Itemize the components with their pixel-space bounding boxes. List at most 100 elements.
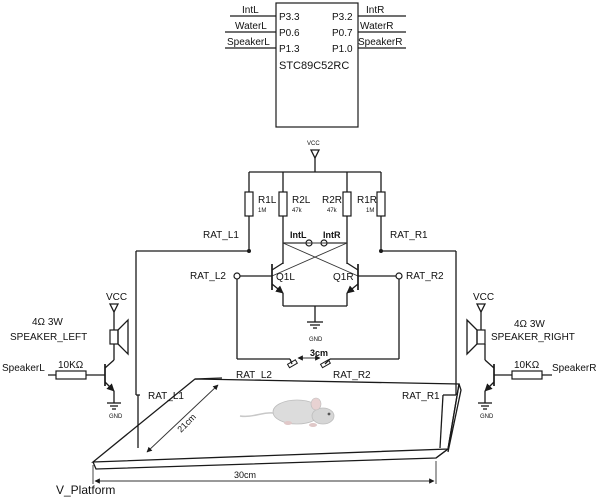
resistor-name: R2L (292, 195, 311, 206)
vcc-triangle (475, 303, 487, 314)
mcu-left-pin: P1.3 (279, 44, 300, 55)
resistor-body (376, 191, 386, 217)
resistor-name: R2R (322, 195, 342, 206)
mcu-chip: STC89C52RC IntL WaterL SpeakerL P3.3 P0.… (225, 2, 406, 128)
speaker-left-gnd: GND (109, 414, 123, 420)
depth-label: 21cm (175, 412, 198, 435)
collector-leg (346, 262, 359, 271)
vcc-triangle (309, 149, 321, 160)
depth-dimension (146, 384, 219, 453)
spacing-label: 3cm (310, 348, 328, 358)
mcu-left-pin: P3.3 (279, 12, 300, 23)
transistor-collector (104, 359, 115, 369)
terminal-rat-r2 (395, 272, 403, 280)
transistor-q1r: Q1R (333, 262, 359, 294)
transistor-emitter (104, 381, 115, 392)
platform-edge-side (435, 383, 462, 459)
ground-label: GND (309, 337, 323, 343)
platform-caption: V_Platform (56, 483, 115, 497)
node-label-rat-r1: RAT_R1 (390, 230, 428, 241)
transistor-label: Q1R (333, 272, 354, 283)
resistor-value: 1M (258, 208, 266, 214)
speaker-left-name: SPEAKER_LEFT (10, 332, 87, 343)
speaker-right-cone (466, 318, 478, 356)
wire (289, 358, 293, 365)
speaker-left-cone (117, 318, 129, 356)
mcu-left-signal: IntL (242, 5, 259, 16)
resistor-value: 47k (292, 208, 303, 214)
speaker-right-gnd: GND (480, 414, 494, 420)
resistor-value: 47k (327, 208, 338, 214)
platform-label-rat-l2: RAT_L2 (236, 370, 272, 381)
node-label-intr: IntR (323, 230, 341, 240)
speaker-right-magnet (476, 329, 486, 345)
resistor-body (342, 191, 352, 217)
platform-edge-front (92, 448, 449, 470)
mcu-right-signal: SpeakerR (358, 37, 402, 48)
speaker-driver-right: VCC 4Ω 3W SPEAKER_RIGHT GND 10KΩ Speaker… (466, 292, 596, 420)
mcu-right-signal: IntR (366, 5, 384, 16)
mouse-head (311, 407, 335, 425)
speaker-right-resistor: 10KΩ (514, 360, 540, 371)
transistor-collector (484, 359, 495, 369)
platform-label-rat-r2: RAT_R2 (333, 370, 371, 381)
node-label-rat-l1: RAT_L1 (203, 230, 239, 241)
wire (324, 358, 331, 365)
transistor-q1l: Q1L (271, 262, 295, 294)
ground-center: GND (307, 321, 323, 343)
mcu-left-signal: WaterL (235, 21, 267, 32)
mcu-left-signal: SpeakerL (227, 37, 270, 48)
speaker-right-spec: 4Ω 3W (514, 319, 545, 330)
resistor-body (244, 191, 254, 217)
collector-leg (271, 262, 284, 271)
mcu-left-pin: P0.6 (279, 28, 300, 39)
speaker-left-vcc: VCC (106, 292, 127, 303)
vcc-triangle (108, 303, 120, 314)
cross-wire (282, 242, 359, 277)
speaker-left-resistor: 10KΩ (58, 360, 84, 371)
electrode-right (319, 358, 332, 369)
speaker-left-input: SpeakerL (2, 363, 45, 374)
mcu-right-pin: P3.2 (332, 12, 353, 23)
resistor-r1l: R1L 1M (244, 191, 277, 217)
resistor-r2l: R2L 47k (278, 191, 311, 217)
width-label: 30cm (234, 470, 256, 480)
speaker-right-vcc: VCC (473, 292, 494, 303)
resistor-name: R1R (357, 195, 377, 206)
speaker-left-magnet (109, 329, 119, 345)
platform: RAT_L2 RAT_R2 RAT_L1 RAT_R1 21cm 30cm (91, 370, 462, 484)
mcu-name: STC89C52RC (279, 60, 349, 72)
mcu-right-pin: P0.7 (332, 28, 353, 39)
transistor-label: Q1L (276, 272, 295, 283)
platform-wire (194, 377, 223, 380)
node-label-rat-r2: RAT_R2 (406, 271, 444, 282)
resistor-r2r: R2R 47k (322, 191, 352, 217)
speaker-driver-left: VCC 4Ω 3W SPEAKER_LEFT GND 10KΩ SpeakerL (2, 292, 129, 420)
resistor-r1r: R1R 1M (357, 191, 386, 217)
terminal-rat-l2 (233, 272, 241, 280)
resistor-body (55, 370, 87, 380)
speaker-right-input: SpeakerR (552, 363, 596, 374)
resistor-body (278, 191, 288, 217)
vcc-top-symbol: VCC (307, 141, 320, 172)
vcc-top-label: VCC (307, 141, 320, 147)
resistor-name: R1L (258, 195, 277, 206)
mcu-right-pin: P1.0 (332, 44, 353, 55)
mcu-right-signal: WaterR (360, 21, 394, 32)
node-label-rat-l2: RAT_L2 (190, 271, 226, 282)
resistor-body (511, 370, 543, 380)
mouse-tail (239, 412, 274, 418)
resistor-value: 1M (366, 208, 374, 214)
emitter-leg (271, 283, 284, 294)
mouse-ear (310, 397, 322, 411)
platform-label-rat-l1: RAT_L1 (148, 391, 184, 402)
mouse-foot (284, 421, 292, 425)
cross-wire (271, 242, 348, 277)
node-label-intl: IntL (290, 230, 307, 240)
mouse-foot (309, 423, 317, 427)
speaker-left-spec: 4Ω 3W (32, 317, 63, 328)
platform-label-rat-r1: RAT_R1 (402, 391, 440, 402)
electrode-left (286, 358, 299, 369)
speaker-right-name: SPEAKER_RIGHT (491, 332, 575, 343)
